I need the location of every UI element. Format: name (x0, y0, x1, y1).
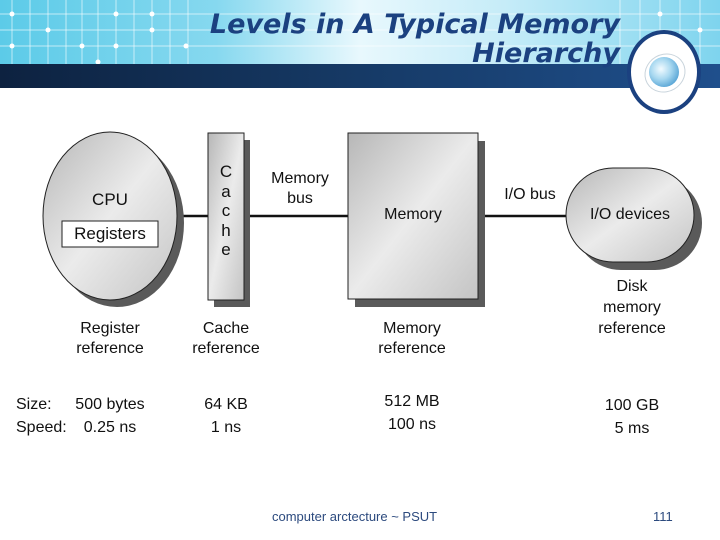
io-devices-node (565, 167, 695, 263)
cache-letter: C (219, 162, 233, 181)
memory-reference: Memory reference (362, 319, 462, 359)
ref-line: Disk (616, 278, 648, 295)
disk-reference: Disk memory reference (582, 276, 682, 339)
globe-icon (649, 57, 679, 87)
ref-line: Register (80, 320, 140, 337)
disk-speed: 5 ms (614, 420, 650, 437)
grid-pattern (0, 0, 720, 64)
register-speed: 0.25 ns (83, 419, 137, 436)
memory-bus-label: Memory bus (260, 169, 340, 209)
register-reference: Register reference (60, 319, 160, 359)
header-bar (0, 64, 720, 88)
header-background (0, 0, 720, 64)
cache-letter: a (221, 181, 231, 201)
size-label: Size: (16, 396, 52, 413)
memory-bus-line2: bus (287, 190, 313, 207)
cpu-node (42, 131, 178, 301)
ref-line: reference (192, 340, 260, 357)
cache-letter: c (221, 201, 231, 220)
cache-size: 64 KB (204, 396, 248, 413)
footer-text: computer arctecture ~ PSUT (272, 509, 438, 524)
speed-label: Speed: (16, 419, 67, 436)
memory-speed: 100 ns (387, 416, 437, 433)
cpu-label: CPU (92, 190, 128, 209)
cache-reference: Cache reference (176, 319, 276, 359)
disk-size: 100 GB (604, 397, 660, 414)
memory-bus-line1: Memory (271, 170, 329, 187)
registers-label: Registers (74, 224, 146, 243)
ref-line: memory (603, 299, 661, 316)
cache-speed: 1 ns (210, 419, 242, 436)
page-number: 111 (653, 509, 673, 524)
ref-line: Cache (202, 320, 250, 337)
cache-node (207, 132, 245, 301)
io-bus-label: I/O bus (504, 186, 556, 203)
ref-line: reference (598, 320, 666, 337)
memory-node (347, 132, 479, 300)
cache-letter: h (221, 220, 231, 240)
ref-line: reference (76, 340, 144, 357)
ref-line: reference (378, 340, 446, 357)
register-size: 500 bytes (75, 396, 145, 413)
memory-label: Memory (384, 206, 442, 223)
ref-line: Memory (383, 320, 441, 337)
cache-letter: e (221, 240, 231, 259)
registers-box (61, 220, 159, 248)
slide-title: Levels in A Typical Memory Hierarchy (209, 9, 620, 69)
io-devices-label: I/O devices (589, 206, 671, 223)
logo (627, 30, 701, 114)
cache-label: C a c h e (208, 162, 244, 260)
memory-size: 512 MB (384, 393, 440, 410)
